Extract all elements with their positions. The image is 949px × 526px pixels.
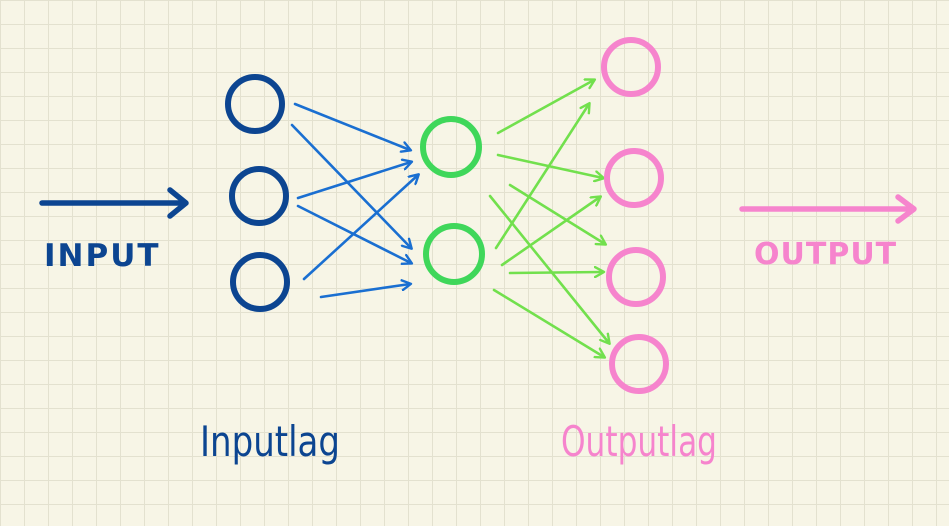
input-layer-nodes xyxy=(225,74,290,312)
edge xyxy=(494,104,589,250)
output-layer-label: Outputlag xyxy=(561,417,717,466)
input-label: INPUT xyxy=(44,238,161,274)
output-layer-nodes xyxy=(601,37,669,394)
edge xyxy=(302,175,418,281)
output-arrow xyxy=(739,194,917,224)
output-node xyxy=(604,148,664,208)
output-label: OUTPUT xyxy=(754,237,897,272)
edge xyxy=(500,197,600,267)
input-hidden-edges xyxy=(290,102,418,299)
edge xyxy=(496,80,594,135)
output-node xyxy=(601,37,661,97)
edge xyxy=(496,153,603,178)
edge xyxy=(492,288,604,357)
edge xyxy=(293,102,410,150)
input-node xyxy=(230,252,290,312)
edge xyxy=(508,272,603,273)
edge xyxy=(290,123,411,248)
output-node xyxy=(606,247,666,307)
hidden-node xyxy=(420,116,482,178)
hidden-output-edges xyxy=(488,80,609,357)
edge xyxy=(508,183,605,244)
input-arrow xyxy=(39,187,189,219)
hidden-layer-nodes xyxy=(420,116,485,285)
input-node xyxy=(229,166,289,226)
input-layer-label: Inputlag xyxy=(200,417,340,466)
edge xyxy=(319,284,410,299)
edge xyxy=(488,194,609,343)
edge xyxy=(296,162,411,200)
input-node xyxy=(225,74,285,134)
output-node xyxy=(609,334,669,394)
hidden-node xyxy=(423,223,485,285)
